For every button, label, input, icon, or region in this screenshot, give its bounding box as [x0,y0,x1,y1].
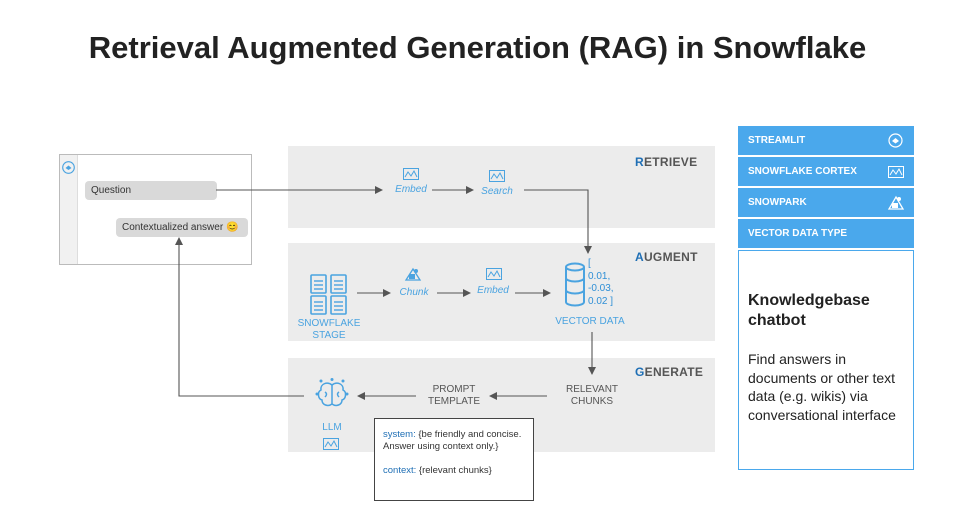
snowflake-stage-label: SNOWFLAKE STAGE [290,318,368,342]
question-bubble: Question [85,181,217,200]
retrieve-band-title: RETRIEVE [635,155,697,169]
document-stack-icon [310,274,347,315]
vector-value-3: 0.02 ] [588,295,614,307]
legend-snowpark-label: SNOWPARK [748,197,807,208]
snowflake-stage-line1: SNOWFLAKE [297,318,361,329]
smile-emoji: 😊 [225,222,239,233]
llm-label: LLM [322,422,342,433]
answer-bubble: Contextualized answer 😊 [116,218,248,237]
snowpark-icon [887,195,905,210]
chunk-label: Chunk [399,287,429,298]
vector-value-1: 0.01, [588,270,611,282]
legend-cortex-label: SNOWFLAKE CORTEX [748,166,857,177]
relevant-chunks-line2: CHUNKS [570,396,614,407]
prompt-template-box: system: {be friendly and concise. Answer… [374,418,534,501]
prompt-system-key: system: [383,429,416,440]
prompt-system-value: {be friendly and concise. Answer using c… [383,429,522,452]
augment-band [288,243,715,341]
cortex-search-icon [489,170,505,182]
prompt-template-line2: TEMPLATE [427,396,481,407]
generate-rest: ENERATE [644,365,704,379]
use-case-title: Knowledgebase chatbot [748,292,870,329]
page-title: Retrieval Augmented Generation (RAG) in … [88,30,867,65]
search-label: Search [481,186,513,197]
cortex-embed-icon [403,168,419,180]
database-icon [565,262,585,307]
augment-band-title: AUGMENT [635,250,698,264]
prompt-context-key: context: [383,465,417,476]
chat-window: Question Contextualized answer 😊 [59,154,252,265]
generate-initial: G [635,365,645,379]
vector-data-label: VECTOR DATA [555,316,625,327]
prompt-template-line1: PROMPT [432,384,476,395]
augment-initial: A [635,250,644,264]
prompt-context-line: context: {relevant chunks} [383,465,525,477]
vector-values: [ 0.01, -0.03, 0.02 ] [588,258,614,308]
question-text: Question [91,185,132,196]
retrieve-rest: ETRIEVE [643,155,698,169]
prompt-template-label: PROMPT TEMPLATE [412,384,496,408]
legend-item-streamlit: STREAMLIT [738,126,914,155]
legend-item-vector-data-type: VECTOR DATA TYPE [738,219,914,248]
legend-streamlit-label: STREAMLIT [748,135,806,146]
answer-text: Contextualized answer [122,222,224,233]
cortex-embed-icon-augment [486,268,502,280]
retrieve-initial: R [635,155,644,169]
legend-vector-label: VECTOR DATA TYPE [748,228,848,239]
legend-item-snowpark: SNOWPARK [738,188,914,217]
vector-bracket-open: [ [588,258,591,269]
use-case-panel: Knowledgebase chatbot Find answers in do… [738,250,914,470]
streamlit-icon [888,133,903,148]
embed-label-retrieve: Embed [395,184,427,195]
embed-label-augment: Embed [477,285,509,296]
relevant-chunks-line1: RELEVANT [565,384,619,395]
prompt-system-line: system: {be friendly and concise. Answer… [383,429,525,453]
arrow-search-to-vector [524,189,592,254]
relevant-chunks-label: RELEVANT CHUNKS [550,384,634,408]
snowflake-stage-line2: STAGE [312,330,346,341]
use-case-description: Find answers in documents or other text … [748,351,896,423]
snowpark-chunk-icon [404,267,422,281]
vector-value-2: -0.03, [588,283,614,294]
augment-rest: UGMENT [643,250,698,264]
legend-item-cortex: SNOWFLAKE CORTEX [738,157,914,186]
brain-llm-icon [315,378,349,407]
generate-band-title: GENERATE [635,365,703,379]
streamlit-icon [62,161,75,174]
chat-sidebar-rail [60,155,78,264]
cortex-icon [888,166,904,178]
arrow-llm-to-answer [175,237,304,397]
prompt-context-value: {relevant chunks} [416,465,492,476]
cortex-llm-icon [323,438,339,450]
retrieve-band [288,146,715,228]
